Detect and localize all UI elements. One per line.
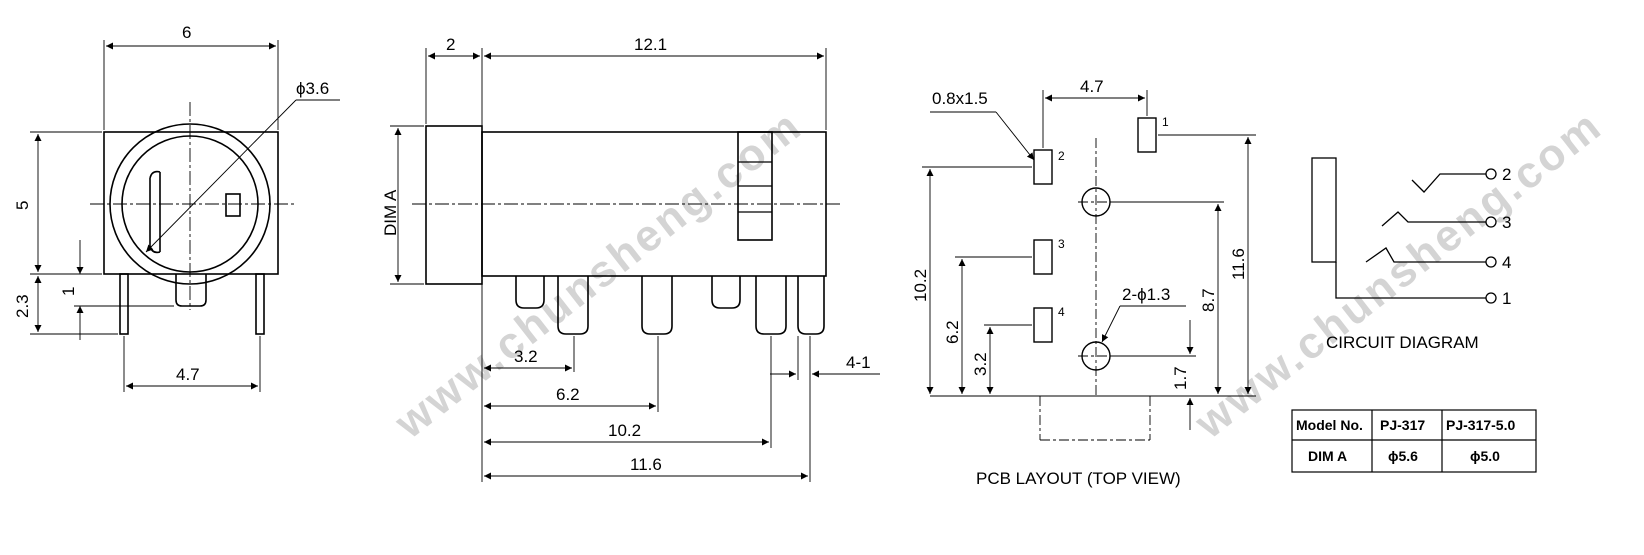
- circuit-diagram-caption: CIRCUIT DIAGRAM: [1326, 333, 1479, 352]
- side-view: [30, 40, 340, 392]
- circuit-terminal-2: [1485, 168, 1497, 180]
- front-pin-1: [515, 276, 545, 309]
- table-cell-dim-a: DIM A: [1308, 448, 1347, 464]
- side-view-contact: [149, 170, 161, 254]
- side-view-pin-center: [175, 274, 207, 307]
- dim-pin-32: 3.2: [514, 347, 538, 366]
- dim-hole-dia: ϕ3.6: [296, 79, 329, 98]
- table-cell-pj317-dim: ϕ5.6: [1388, 448, 1418, 464]
- front-pin-4: [711, 276, 741, 309]
- dim-v-87: 8.7: [1199, 288, 1218, 312]
- dim-width: 6: [182, 23, 191, 42]
- front-pin-6: [797, 276, 825, 335]
- pcb-pin-label-3: 3: [1058, 237, 1065, 251]
- dim-pin-width: 4-1: [846, 353, 871, 372]
- dim-pin-116: 11.6: [630, 455, 662, 474]
- dim-body-length: 12.1: [634, 35, 667, 54]
- circuit-pin-label-3: 3: [1502, 213, 1511, 232]
- side-view-latch: [225, 193, 241, 217]
- pcb-pin-label-2: 2: [1058, 149, 1065, 163]
- pcb-pad-4: [1033, 307, 1053, 343]
- side-view-body: [103, 131, 279, 275]
- dim-v-32: 3.2: [971, 352, 990, 376]
- pcb-layout-caption: PCB LAYOUT (TOP VIEW): [976, 469, 1181, 488]
- side-view-pin-left: [119, 273, 129, 335]
- circuit-sleeve: [1311, 157, 1337, 263]
- circuit-line-3: [1381, 211, 1486, 227]
- circuit-terminal-3: [1485, 216, 1497, 228]
- dim-height: 5: [13, 201, 32, 210]
- front-pin-2: [557, 276, 589, 335]
- side-view-labels: 6 5 2.3 1 ϕ3.6 4.7: [13, 23, 329, 384]
- dim-pad-size: 0.8x1.5: [932, 89, 988, 108]
- side-view-pin-right: [255, 273, 265, 335]
- pcb-pad-3: [1033, 239, 1053, 275]
- dim-pin-102: 10.2: [608, 421, 641, 440]
- front-pin-3: [641, 276, 673, 335]
- front-pin-5: [755, 276, 787, 335]
- dim-pin-span: 4.7: [176, 365, 200, 384]
- circuit-pin-label-2: 2: [1502, 165, 1511, 184]
- pcb-pin-label-1: 1: [1162, 115, 1169, 129]
- pcb-pad-2: [1033, 149, 1053, 185]
- dim-pin-offset: 1: [59, 287, 78, 296]
- pcb-pin-label-4: 4: [1058, 305, 1065, 319]
- dim-pin-height: 2.3: [13, 294, 32, 318]
- circuit-line-2: [1411, 173, 1486, 193]
- circuit-terminal-1: [1485, 292, 1497, 304]
- dim-hole-count: 2-ϕ1.3: [1122, 285, 1170, 304]
- dim-v-116: 11.6: [1229, 248, 1248, 280]
- table-header-pj3175: PJ-317-5.0: [1446, 417, 1515, 433]
- table-header-model: Model No.: [1296, 417, 1363, 433]
- table-cell-pj3175-dim: ϕ5.0: [1470, 448, 1500, 464]
- circuit-diagram: [1311, 157, 1497, 304]
- model-table: Model No. PJ-317 PJ-317-5.0 DIM A ϕ5.6 ϕ…: [1291, 409, 1537, 473]
- circuit-diagram-labels: 2 3 4 1 CIRCUIT DIAGRAM: [1326, 165, 1511, 352]
- dim-pin-62: 6.2: [556, 385, 580, 404]
- dim-pitch-47: 4.7: [1080, 77, 1104, 96]
- dim-v-102: 10.2: [911, 269, 930, 302]
- model-table-border: [1291, 409, 1537, 473]
- circuit-pin-label-4: 4: [1502, 253, 1511, 272]
- watermark-text-1: www.chunsheng.com: [385, 100, 811, 448]
- front-view: [390, 48, 880, 482]
- front-view-labels: 2 12.1 DIM A 3.2 6.2 10.2 11.6 4-1: [381, 35, 871, 474]
- dim-v-62: 6.2: [943, 320, 962, 344]
- dim-head-length: 2: [446, 35, 455, 54]
- dim-v-17: 1.7: [1171, 366, 1190, 390]
- pcb-layout: [922, 90, 1256, 441]
- circuit-line-1: [1335, 262, 1486, 299]
- front-view-head: [425, 125, 483, 285]
- pcb-pad-1: [1137, 117, 1157, 153]
- circuit-terminal-4: [1485, 256, 1497, 268]
- pcb-layout-labels: 0.8x1.5 4.7 10.2 6.2 3.2 8.7 11.6 1.7 2-…: [911, 77, 1248, 488]
- circuit-pin-label-1: 1: [1502, 289, 1511, 308]
- table-header-pj317: PJ-317: [1380, 417, 1425, 433]
- circuit-line-4: [1365, 247, 1486, 263]
- dim-a-label: DIM A: [381, 189, 400, 236]
